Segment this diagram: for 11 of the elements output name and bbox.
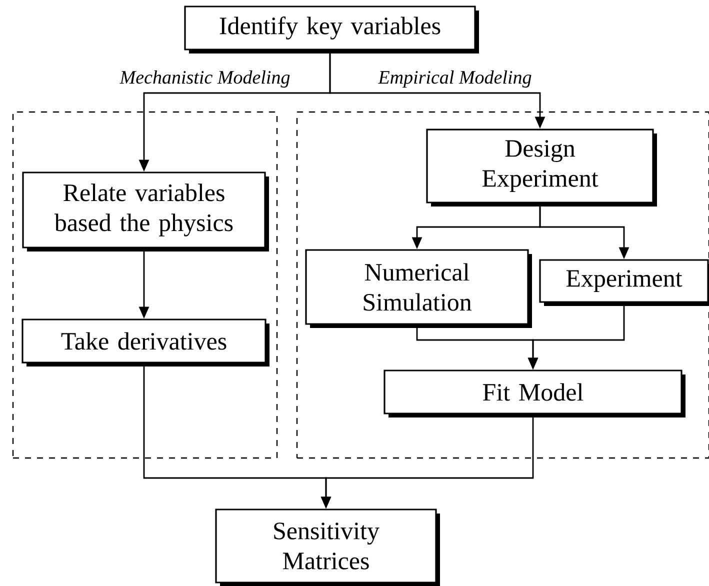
- process-box: Design Experiment: [426, 128, 657, 206]
- process-box: Sensitivity Matrices: [215, 508, 440, 586]
- process-box: Fit Model: [384, 370, 686, 418]
- dashed-region: [12, 111, 278, 459]
- process-box: Relate variables based the physics: [22, 172, 269, 252]
- process-box: Identify key variables: [184, 6, 479, 54]
- edge-label: Empirical Modeling: [376, 68, 534, 90]
- process-box: Take derivatives: [22, 318, 270, 366]
- process-box: Experiment: [539, 259, 709, 306]
- process-box: Numerical Simulation: [305, 249, 532, 328]
- edge-label: Mechanistic Modeling: [118, 68, 292, 90]
